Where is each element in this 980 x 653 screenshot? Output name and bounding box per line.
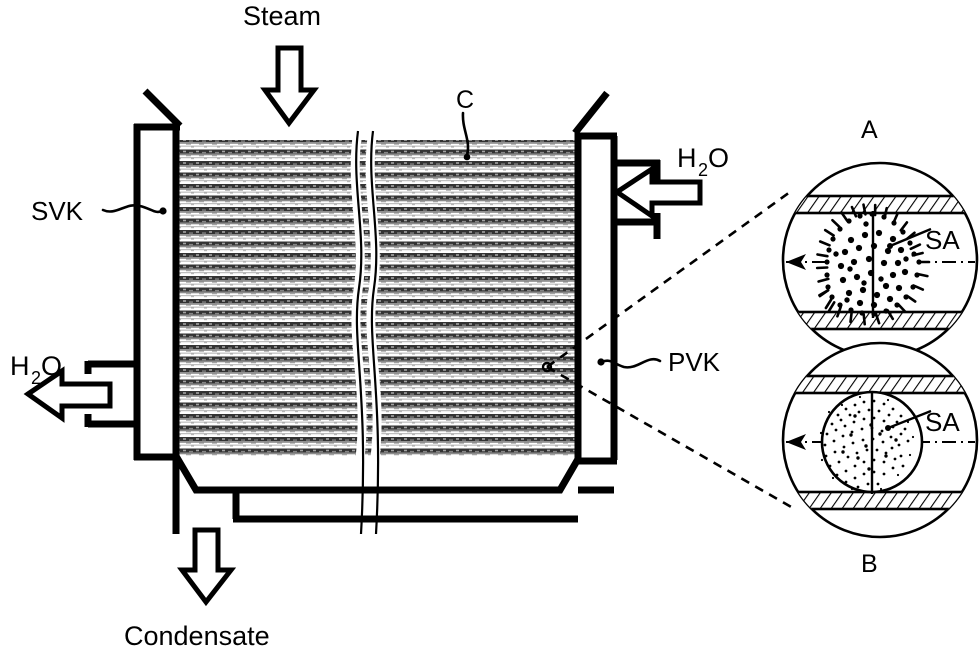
water-inlet-o: O	[708, 143, 729, 173]
sa-lower-label: SA	[925, 407, 960, 437]
condensate-outlet-arrow	[177, 527, 237, 607]
water-outlet-sub: 2	[31, 368, 41, 388]
svk-leader	[101, 203, 167, 215]
water-inlet-sub: 2	[698, 160, 708, 180]
shell-right-head	[572, 90, 618, 465]
condensate-label: Condensate	[124, 621, 270, 651]
water-outlet-label: H 2 O	[10, 351, 62, 388]
water-inlet-nozzle	[614, 159, 661, 239]
svk-label: SVK	[31, 196, 84, 226]
water-outlet-h: H	[10, 351, 30, 381]
inset-circle-b	[781, 341, 979, 539]
particle-sa-upper	[815, 203, 931, 326]
shell-left-head	[133, 88, 183, 534]
tube-bundle	[176, 140, 578, 456]
steam-label: Steam	[243, 1, 321, 31]
water-outlet-arrow	[23, 366, 113, 423]
steam-inlet-arrow	[260, 45, 320, 128]
water-inlet-h: H	[677, 143, 697, 173]
vessel-bottom-taper	[172, 454, 614, 523]
bundle-label: C	[456, 86, 474, 114]
water-outlet-nozzle	[84, 360, 137, 428]
pvk-leader	[597, 358, 662, 369]
pvk-label: PVK	[668, 347, 721, 377]
water-inlet-arrow	[612, 164, 703, 221]
water-outlet-o: O	[41, 351, 62, 381]
inset-b-label: B	[861, 550, 878, 578]
magnification-leaders	[541, 190, 794, 510]
sa-upper-label: SA	[925, 225, 960, 255]
inset-circle-a	[781, 161, 979, 359]
water-inlet-label: H 2 O	[677, 143, 729, 180]
break-line	[355, 130, 380, 535]
bundle-leader	[461, 111, 471, 161]
inset-a-label: A	[861, 116, 878, 144]
